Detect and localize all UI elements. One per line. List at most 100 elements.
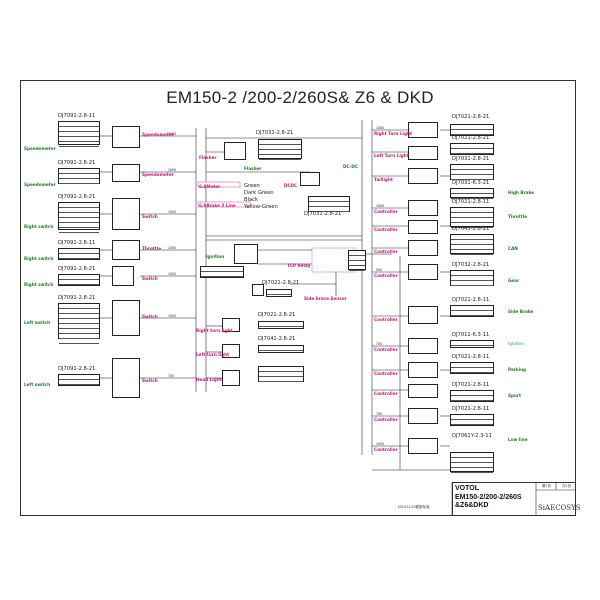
left-part-2: DJ7091-2.8-21 (58, 160, 96, 166)
title-block-sheet-a: 第1页 (542, 484, 551, 488)
mid-label-3: Switch (142, 214, 158, 219)
right-connector-8 (408, 306, 438, 324)
connector-switch-2 (112, 266, 134, 286)
connector-switch-1 (112, 198, 140, 230)
right-part-2: DJ7021-2.8-21 (452, 135, 490, 141)
ignition-table (200, 266, 244, 278)
right-connector-4 (408, 200, 438, 216)
dj7021-a-table (266, 289, 292, 297)
wire-code-3: 1000 (168, 210, 177, 214)
left-part-5: DJ7091-2.8-21 (58, 266, 96, 272)
right-mid-5: Controller (374, 227, 398, 232)
right-turn-connector (222, 318, 240, 332)
wire-code-2: 1000 (168, 168, 177, 172)
pin-table-1 (58, 121, 100, 147)
connector-switch-4 (112, 358, 140, 398)
relay-table (348, 250, 366, 271)
left-turn-connector (222, 344, 240, 358)
dj7041: DJ7041-2.8-21 (258, 336, 296, 342)
ignition-label: Ignition (206, 254, 225, 259)
right-part-12: DJ7021-2.8-11 (452, 406, 490, 412)
left-part-4: DJ7091-2.8-11 (58, 240, 96, 246)
wire-code-11: 700 (376, 342, 383, 346)
flasher-label: Flasher (199, 155, 217, 160)
right-mid-7: Controller (374, 273, 398, 278)
right-connector-10 (408, 362, 438, 378)
title-block-sheet-b: 共1页 (562, 484, 571, 488)
dcdc-connector (300, 172, 320, 186)
mid-label-5: Switch (142, 276, 158, 281)
right-func-4: Gear (508, 278, 520, 283)
dark-green-label: Dark Green (244, 190, 274, 196)
right-part-5: DJ7021-2.8-11 (452, 199, 490, 205)
wire-code-8: 1000 (376, 126, 385, 130)
pin-table-7 (58, 374, 100, 386)
right-table-4 (450, 188, 494, 199)
left-func-5: Right switch (24, 282, 54, 287)
right-table-7 (450, 270, 494, 286)
flasher-connector (224, 142, 246, 160)
left-func-2: Speedometer (24, 182, 56, 187)
side-sensor-connector (252, 284, 264, 296)
left-func-1: Speedometer (24, 146, 56, 151)
right-part-11: DJ7021-2.8-11 (452, 382, 490, 388)
wire-code-1: 1000 (168, 132, 177, 136)
right-mid-11: Controller (374, 391, 398, 396)
connector-speedometer-1 (112, 126, 140, 148)
right-connector-11 (408, 384, 438, 398)
right-table-11 (450, 390, 494, 402)
connector-speedometer-2 (112, 164, 140, 182)
right-part-7: DJ7032-2.8-21 (452, 262, 490, 268)
right-table-5 (450, 207, 494, 228)
right-func-7: Parking (508, 367, 527, 372)
right-func-1: High Brake (508, 190, 534, 195)
left-part-7: DJ7091-2.8-21 (58, 366, 96, 372)
wire-code-12: 700 (376, 412, 383, 416)
right-connector-5 (408, 220, 438, 234)
connector-throttle (112, 240, 140, 260)
title-block-date: 2023.12.19更新标准 (398, 505, 430, 509)
right-mid-6: Controller (374, 249, 398, 254)
right-table-1 (450, 124, 494, 136)
left-part-6: DJ7091-2.8-21 (58, 295, 96, 301)
connector-switch-3 (112, 300, 140, 336)
left-turn-label: Left turn light (196, 352, 230, 357)
left-func-3: Right switch (24, 224, 54, 229)
right-turn-label: Right turn light (196, 328, 233, 333)
yellow-label: Yellow-Green (244, 204, 278, 210)
right-func-8: Sport (508, 393, 521, 398)
title-block-brand: VOTOL (455, 485, 479, 492)
dj7021-b-table (258, 321, 304, 329)
dj7021-a: DJ7021-2.8-21 (262, 280, 300, 286)
wire-code-10: 500 (376, 268, 383, 272)
right-part-13: DJ7061Y-2.3-11 (452, 433, 492, 439)
mid-label-6: Switch (142, 314, 158, 319)
dj7041-table (258, 345, 304, 353)
right-connector-12 (408, 408, 438, 424)
left-func-7: Left switch (24, 382, 51, 387)
right-table-13 (450, 452, 494, 473)
mid-label-7: Switch (142, 378, 158, 383)
right-mid-2: Left Turn Light (374, 153, 409, 158)
black-label: Black (244, 197, 259, 203)
right-mid-9: Controller (374, 347, 398, 352)
diagram-title: EM150-2 /200-2/260S& Z6 & DKD (166, 88, 434, 107)
wire-code-13: 1050 (376, 442, 385, 446)
left-part-1: DJ7091-2.8-11 (58, 113, 96, 119)
right-table-8 (450, 305, 494, 317)
mid-label-4: Throttle (142, 246, 162, 251)
left-part-3: DJ7091-2.8-21 (58, 194, 96, 200)
right-part-3: DJ7031-2.8-21 (452, 156, 490, 162)
wire-code-5: 1000 (168, 272, 177, 276)
wire-code-9: 1000 (376, 204, 385, 208)
right-func-5: Side Brake (508, 309, 534, 314)
head-light-table (258, 366, 304, 382)
wire-code-7: 700 (168, 374, 175, 378)
right-connector-13 (408, 438, 438, 454)
ignition-connector (234, 244, 258, 264)
dcdc-label-2: DC-DC (343, 164, 358, 169)
right-part-10: DJ7021-2.8-11 (452, 354, 490, 360)
wire-code-6: 1000 (168, 314, 177, 318)
